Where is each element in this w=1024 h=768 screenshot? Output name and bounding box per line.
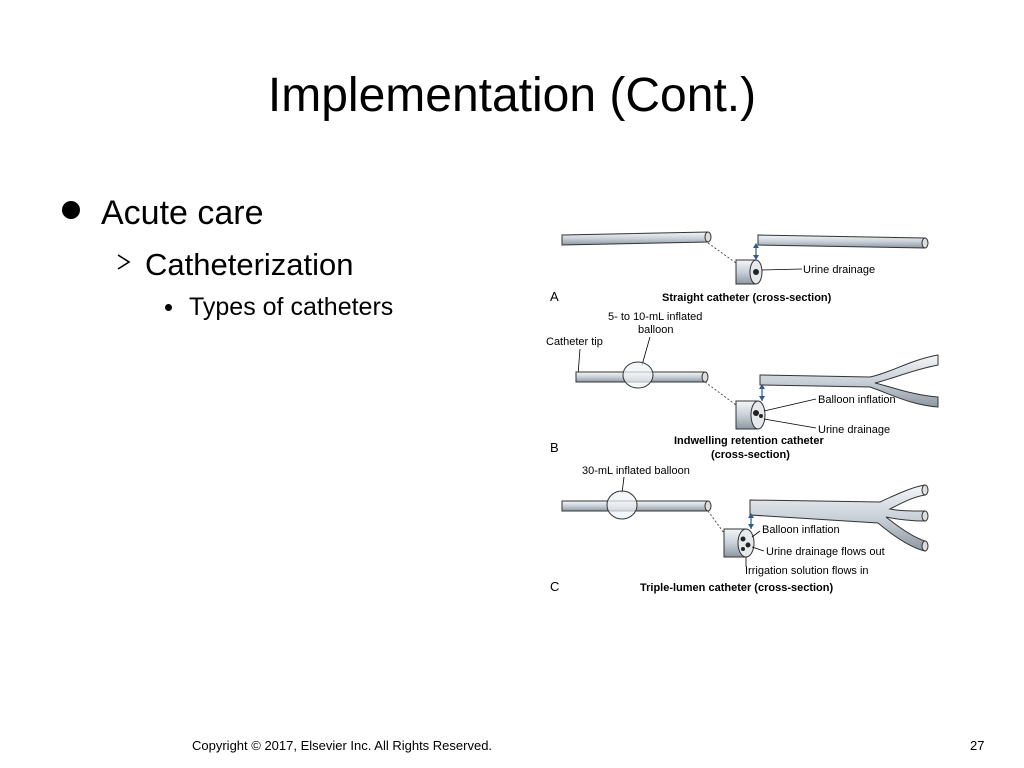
bullet-dot-small [165,304,172,311]
panel-c-letter: C [550,579,559,594]
panel-a-urine-label: Urine drainage [803,264,875,276]
panel-b-inflation-label: Balloon inflation [818,394,896,406]
panel-c-triple-lumen-catheter: 30-mL inflated balloon Balloon inflation… [550,465,929,594]
panel-a-caption: Straight catheter (cross-section) [662,292,832,304]
bullet-acute-care: Acute care [101,194,264,232]
panel-c-caption: Triple-lumen catheter (cross-section) [640,582,833,594]
arrow-bullet-icon [116,251,132,277]
panel-a-letter: A [550,289,559,304]
footer-copyright: Copyright © 2017, Elsevier Inc. All Righ… [192,738,493,753]
bullet-types-of-catheters: Types of catheters [189,293,394,321]
panel-c-inflation-label: Balloon inflation [762,524,840,536]
panel-c-irrigation-label: Irrigation solution flows in [745,565,869,577]
panel-b-indwelling-catheter: 5- to 10-mL inflated balloon Catheter ti… [546,311,939,461]
catheter-types-figure: Urine drainage A Straight catheter (cros… [546,231,939,594]
slide-title: Implementation (Cont.) [267,69,757,122]
panel-c-balloon-label: 30-mL inflated balloon [582,465,690,477]
panel-a-straight-catheter: Urine drainage A Straight catheter (cros… [550,231,929,304]
panel-b-letter: B [550,440,559,455]
panel-b-balloon-label-line2: balloon [638,324,673,336]
panel-b-balloon-label-line1: 5- to 10-mL inflated [608,311,702,323]
panel-b-tip-label: Catheter tip [546,336,603,348]
panel-b-caption-line1: Indwelling retention catheter [674,435,824,447]
panel-b-caption-line2: (cross-section) [711,449,790,461]
panel-c-urine-label: Urine drainage flows out [766,546,885,558]
bullet-dot [62,201,80,219]
bullet-catheterization: Catheterization [145,247,354,282]
panel-b-urine-label: Urine drainage [818,424,890,436]
page-number: 27 [970,738,985,753]
